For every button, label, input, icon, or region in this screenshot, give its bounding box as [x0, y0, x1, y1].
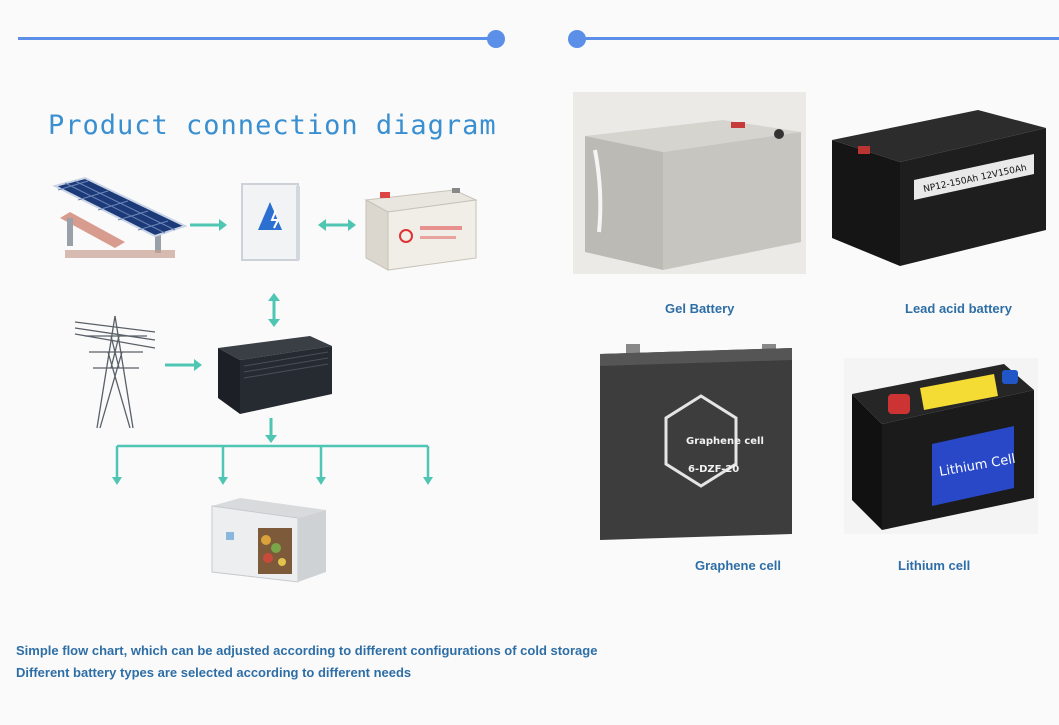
arrow-solar-to-controller [190, 219, 227, 231]
caption-graphene-cell: Graphene cell [695, 558, 781, 573]
caption-lithium-cell: Lithium cell [898, 558, 971, 573]
top-rule-left [18, 37, 496, 40]
svg-text:6-DZF-20: 6-DZF-20 [688, 464, 739, 475]
arrow-controller-battery [318, 219, 356, 231]
note-flow-chart: Simple flow chart, which can be adjusted… [16, 643, 598, 658]
distribution-lines [112, 444, 433, 485]
rule-dot-left [487, 30, 505, 48]
power-grid-tower-icon [74, 315, 156, 429]
top-rule-right [577, 37, 1059, 40]
lithium-cell-icon: Lithium Cell [844, 358, 1038, 534]
arrow-inverter-down [265, 418, 277, 443]
lead-acid-battery-icon: NP12-150Ah 12V150Ah [832, 110, 1046, 266]
caption-lead-acid-battery: Lead acid battery [905, 301, 1012, 316]
solar-panel-icon [52, 176, 188, 258]
inverter-icon [218, 336, 332, 414]
note-battery-types: Different battery types are selected acc… [16, 665, 412, 680]
controller-box-icon [241, 183, 300, 261]
gel-battery-icon [573, 92, 806, 274]
arrow-controller-inverter [268, 293, 280, 327]
battery-bank-icon [364, 188, 478, 271]
cold-storage-room-icon [211, 498, 326, 583]
svg-text:Graphene cell: Graphene cell [686, 436, 764, 447]
arrow-grid-to-inverter [165, 359, 202, 371]
caption-gel-battery: Gel Battery [665, 301, 735, 316]
diagram-title: Product connection diagram [48, 110, 497, 141]
graphene-cell-icon: Graphene cell 6-DZF-20 [600, 344, 792, 540]
